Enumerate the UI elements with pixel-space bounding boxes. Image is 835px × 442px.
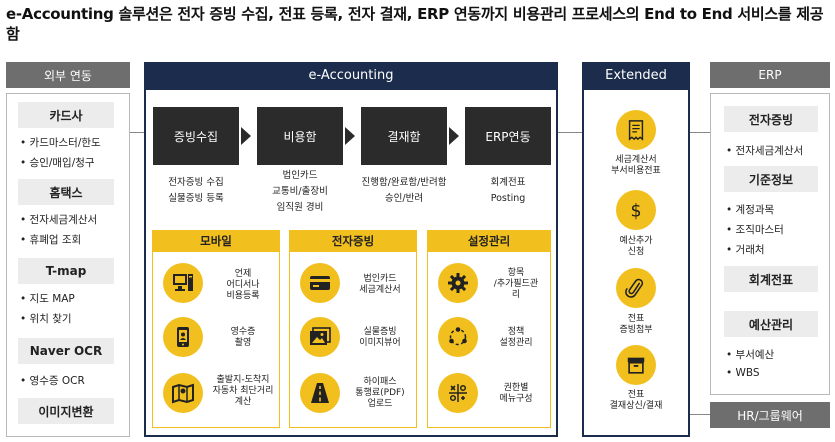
erp-group-evidence: 전자증빙 xyxy=(724,106,818,132)
erp-item: • 부서예산 xyxy=(726,349,775,361)
category-item-text: 하이패스 통행료(PDF) 업로드 xyxy=(355,377,405,409)
category-item-text: 법인카드 세금계산서 xyxy=(359,274,401,295)
connector-line xyxy=(690,414,710,415)
category-mobile: 모바일 언제 어디서나 비용등록 영수증 촬영 출발지-도착지 자동차 최단거리… xyxy=(152,230,280,428)
erp-item: • 조직마스터 xyxy=(726,224,784,236)
erp-group-master: 기준정보 xyxy=(724,166,818,192)
external-item: • 지도 MAP xyxy=(20,293,75,305)
dollar-icon: $ xyxy=(616,190,656,230)
external-item: • 승인/매입/청구 xyxy=(20,157,95,169)
category-settings-header: 설정관리 xyxy=(427,230,551,252)
category-item-text: 권한별 메뉴구성 xyxy=(499,383,533,404)
desktop-icon xyxy=(163,263,203,303)
external-item: • 카드마스터/한도 xyxy=(20,137,101,149)
svg-text:$: $ xyxy=(630,201,641,221)
category-item-text: 항목 /추가필드관 리 xyxy=(493,268,539,300)
step-erp-link: ERP연동 xyxy=(465,107,551,165)
step-sub-labels: 법인카드 교통비/출장비 임직원 경비 xyxy=(272,170,328,213)
category-mobile-header: 모바일 xyxy=(152,230,280,252)
connector-line xyxy=(558,132,582,133)
image-viewer-icon xyxy=(300,317,340,357)
erp-group-voucher: 회계전표 xyxy=(724,266,818,292)
category-settings: 설정관리 항목 /추가필드관 리 정책 설정관리 권한별 메뉴구성 xyxy=(427,230,551,428)
permission-grid-icon xyxy=(438,373,478,413)
hr-groupware-box: HR/그룹웨어 xyxy=(710,402,830,428)
external-group-image: 이미지변환 xyxy=(18,398,114,424)
connector-line xyxy=(130,132,144,133)
external-group-ocr: Naver OCR xyxy=(18,338,114,364)
invoice-icon xyxy=(616,110,656,150)
category-e-evidence-header: 전자증빙 xyxy=(289,230,417,252)
external-item: • 위치 찾기 xyxy=(20,313,72,325)
external-group-hometax: 홈택스 xyxy=(18,179,114,205)
category-item-text: 실물증빙 이미지뷰어 xyxy=(359,327,401,348)
page-title: e-Accounting 솔루션은 전자 증빙 수집, 전표 등록, 전자 결재… xyxy=(6,5,824,43)
category-e-evidence: 전자증빙 법인카드 세금계산서 실물증빙 이미지뷰어 하이패스 통행료(PDF)… xyxy=(289,230,417,428)
eacc-header: e-Accounting xyxy=(144,62,558,88)
extended-item-text: 세금계산서 부서비용전표 xyxy=(611,155,661,176)
category-item-text: 정책 설정관리 xyxy=(499,327,533,348)
arrow-right-icon xyxy=(449,127,459,145)
erp-item: • 계정과목 xyxy=(726,204,775,216)
extended-item-text: 예산추가 신청 xyxy=(619,236,653,257)
extended-header: Extended xyxy=(582,62,690,88)
category-item-text: 언제 어디서나 비용등록 xyxy=(226,269,260,301)
archive-box-icon xyxy=(616,345,656,385)
category-item-text: 출발지-도착지 자동차 최단거리 계산 xyxy=(212,375,274,407)
arrow-right-icon xyxy=(345,127,355,145)
external-item: • 영수증 OCR xyxy=(20,375,85,387)
step-sub-labels: 회계전표 Posting xyxy=(490,177,526,204)
extended-item-text: 전표 결재상신/결재 xyxy=(609,390,663,411)
paperclip-icon xyxy=(616,268,656,308)
erp-item: • WBS xyxy=(726,367,760,379)
erp-header: ERP xyxy=(710,62,830,88)
connector-line xyxy=(690,132,710,133)
external-header: 외부 연동 xyxy=(6,62,130,88)
step-sub-labels: 진행함/완료함/반려함 승인/반려 xyxy=(361,177,447,204)
external-group-tmap: T-map xyxy=(18,258,114,284)
step-expense-box: 비용함 xyxy=(257,107,343,165)
erp-panel xyxy=(710,93,830,395)
extended-item-text: 전표 증빙첨부 xyxy=(619,314,653,335)
category-item-text: 영수증 촬영 xyxy=(230,327,256,348)
external-item: • 휴폐업 조회 xyxy=(20,234,82,246)
arrow-right-icon xyxy=(241,127,251,145)
step-evidence-collection: 증빙수집 xyxy=(153,107,239,165)
step-sub-labels: 전자증빙 수집 실물증빙 등록 xyxy=(168,177,224,204)
erp-item: • 전자세금계산서 xyxy=(726,145,804,157)
external-group-card: 카드사 xyxy=(18,102,114,128)
step-approval-box: 결재함 xyxy=(361,107,447,165)
receipt-photo-icon xyxy=(163,317,203,357)
erp-group-budget: 예산관리 xyxy=(724,311,818,337)
erp-item: • 거래처 xyxy=(726,244,765,256)
external-item: • 전자세금계산서 xyxy=(20,214,98,226)
highway-icon xyxy=(300,373,340,413)
map-icon xyxy=(163,373,203,413)
gear-icon xyxy=(438,263,478,303)
card-icon xyxy=(300,263,340,303)
policy-cycle-icon xyxy=(438,317,478,357)
